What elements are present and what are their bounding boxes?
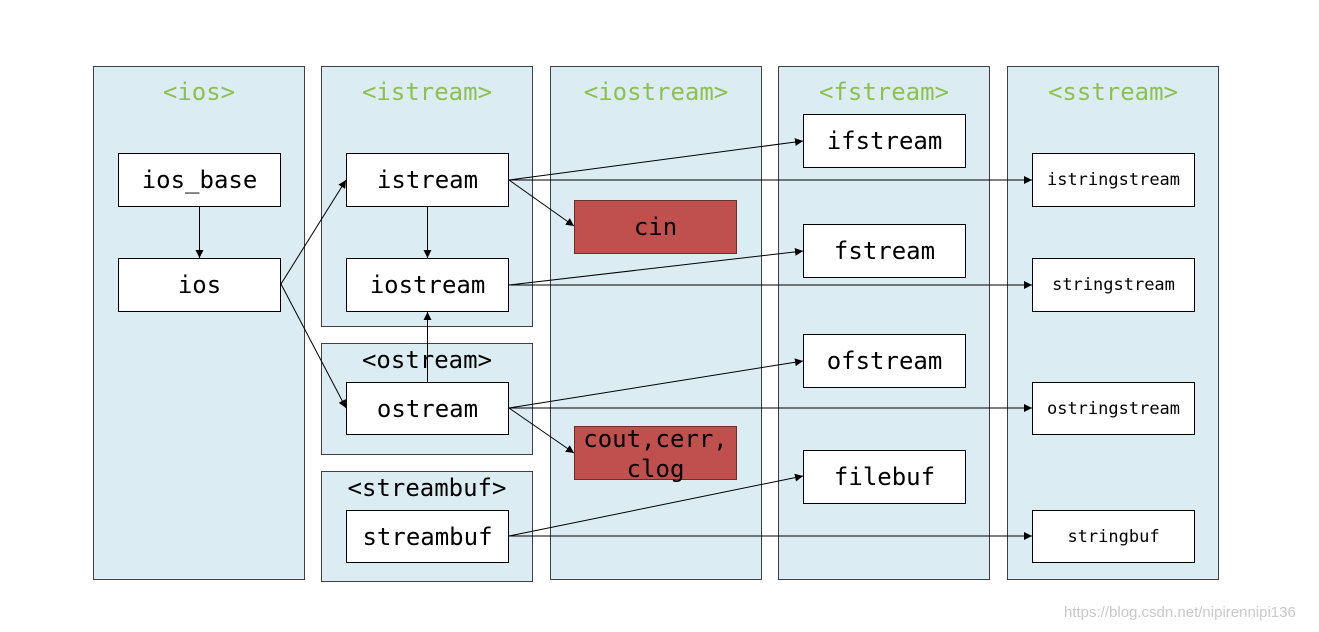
iostream-header: <iostream> [583,78,729,106]
object-cout-cerr-line1: cout,cerr, [583,425,728,453]
iostream-panel [550,66,762,580]
node-filebuf: filebuf [803,450,966,504]
object-clog-line2: clog [626,455,685,483]
ios-header: <ios> [162,78,236,106]
node-ofstream: ofstream [803,334,966,388]
fstream-header: <fstream> [818,78,950,106]
node-ifstream: ifstream [803,114,966,168]
istream-header: <istream> [361,78,493,106]
node-streambuf: streambuf [346,510,509,563]
node-ios: ios [118,258,281,312]
node-istringstream: istringstream [1032,153,1195,207]
object-cout-cerr-clog: cout,cerr, clog [574,425,737,483]
streambuf-header: <streambuf> [347,474,507,502]
node-istream: istream [346,153,509,207]
node-fstream: fstream [803,224,966,278]
node-ios-base: ios_base [118,153,281,207]
node-stringstream: stringstream [1032,258,1195,312]
sstream-header: <sstream> [1047,78,1179,106]
ostream-header: <ostream> [361,346,493,374]
node-ostringstream: ostringstream [1032,382,1195,435]
ios-panel [93,66,305,580]
sstream-panel [1007,66,1219,580]
node-ostream: ostream [346,382,509,435]
object-cin: cin [574,200,737,254]
node-iostream: iostream [346,258,509,312]
watermark: https://blog.csdn.net/nipirennipi136 [1064,604,1296,621]
node-stringbuf: stringbuf [1032,510,1195,563]
